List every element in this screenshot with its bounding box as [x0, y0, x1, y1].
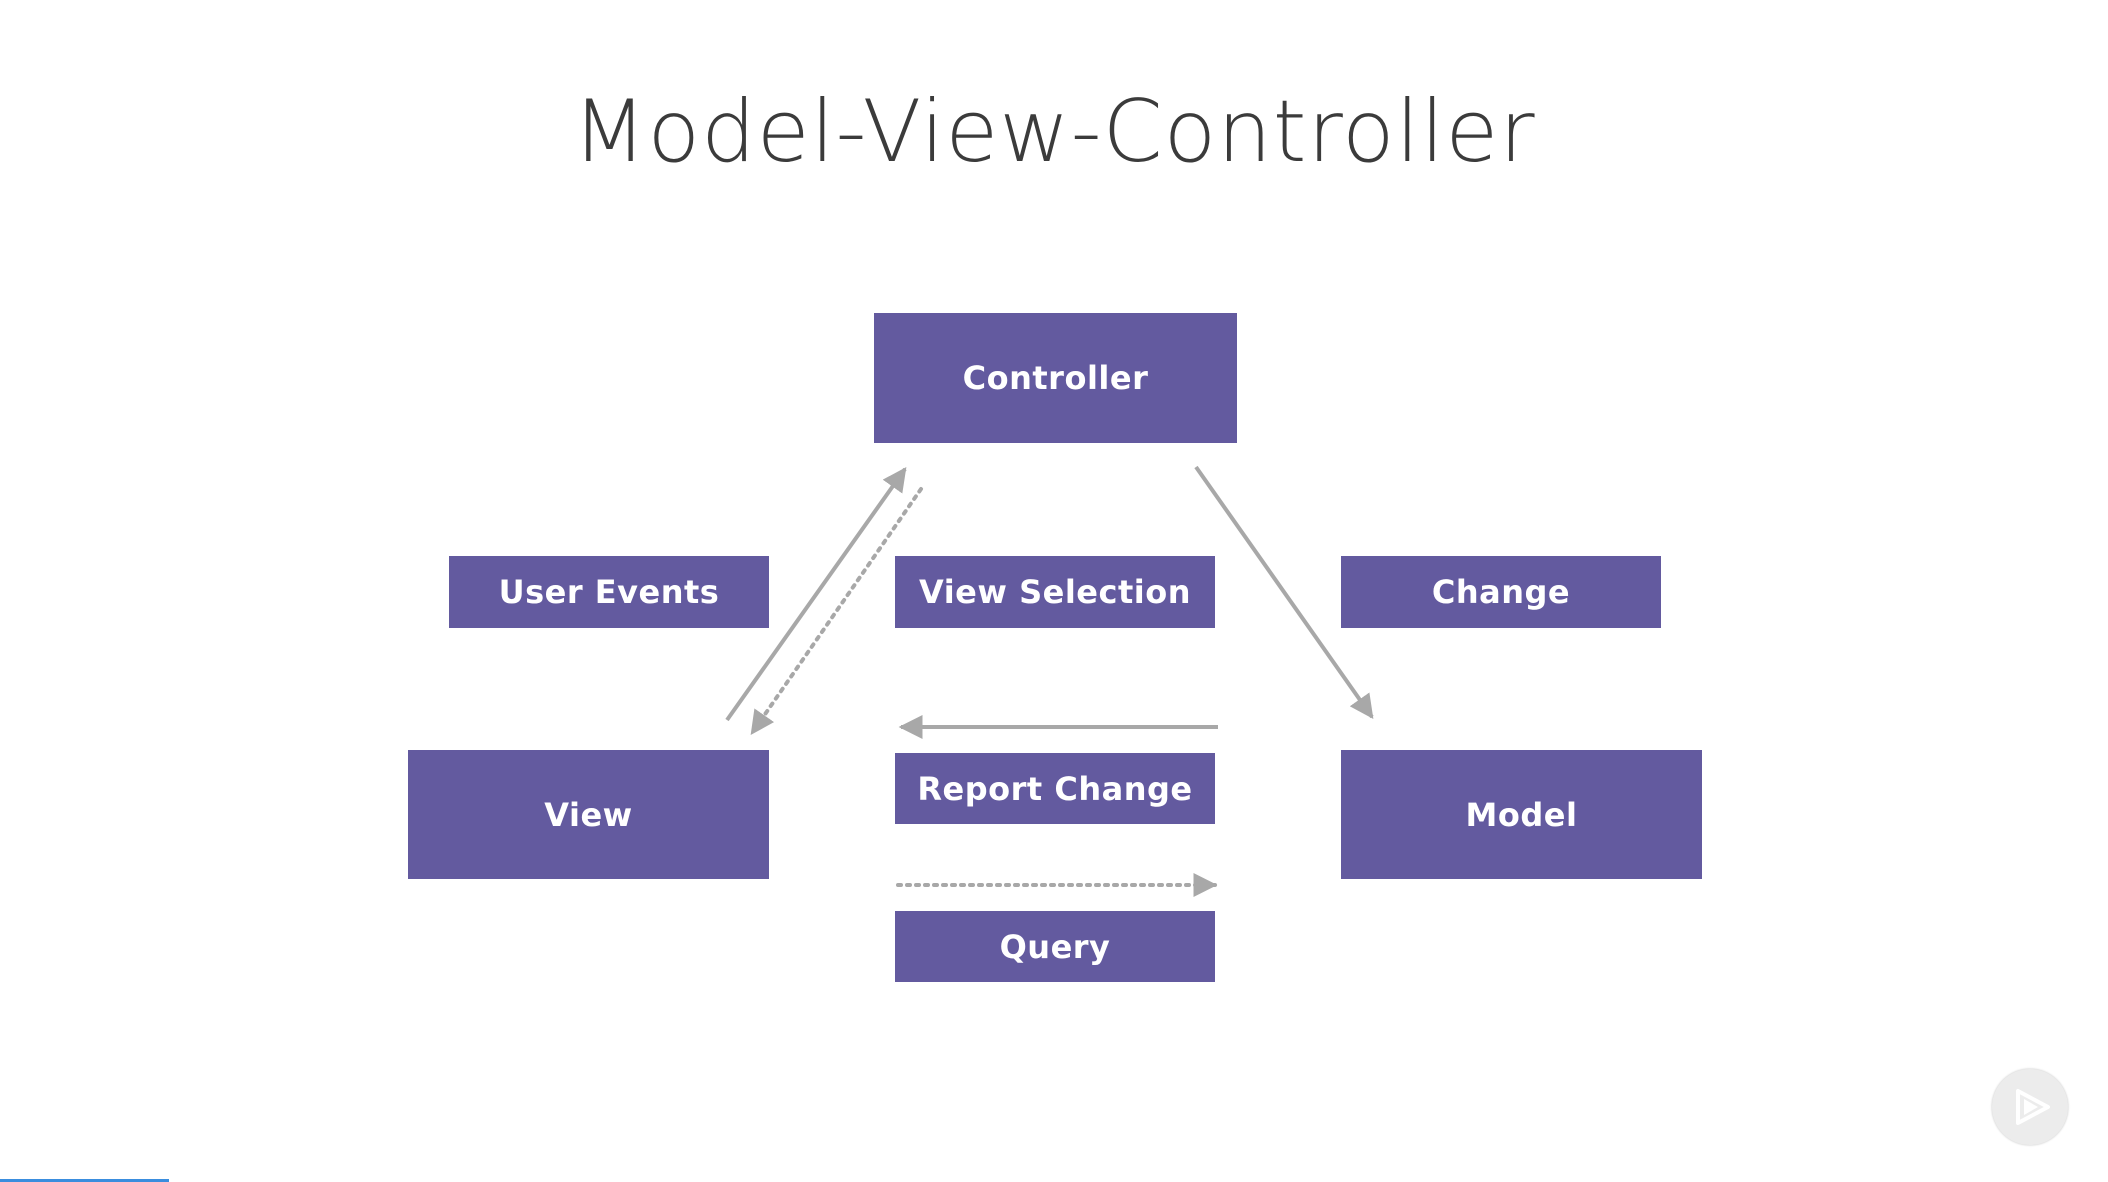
label-report-change: Report Change — [895, 753, 1215, 824]
label-user-events: User Events — [449, 556, 769, 628]
slide-title: Model-View-Controller — [572, 82, 1536, 182]
progress-bar[interactable] — [0, 1179, 169, 1182]
view-box: View — [408, 750, 769, 879]
controller-box: Controller — [874, 313, 1237, 443]
model-box: Model — [1341, 750, 1702, 879]
label-change: Change — [1341, 556, 1661, 628]
play-icon — [2016, 1089, 2050, 1125]
play-button[interactable] — [1992, 1069, 2068, 1145]
label-view-selection: View Selection — [895, 556, 1215, 628]
label-query: Query — [895, 911, 1215, 982]
